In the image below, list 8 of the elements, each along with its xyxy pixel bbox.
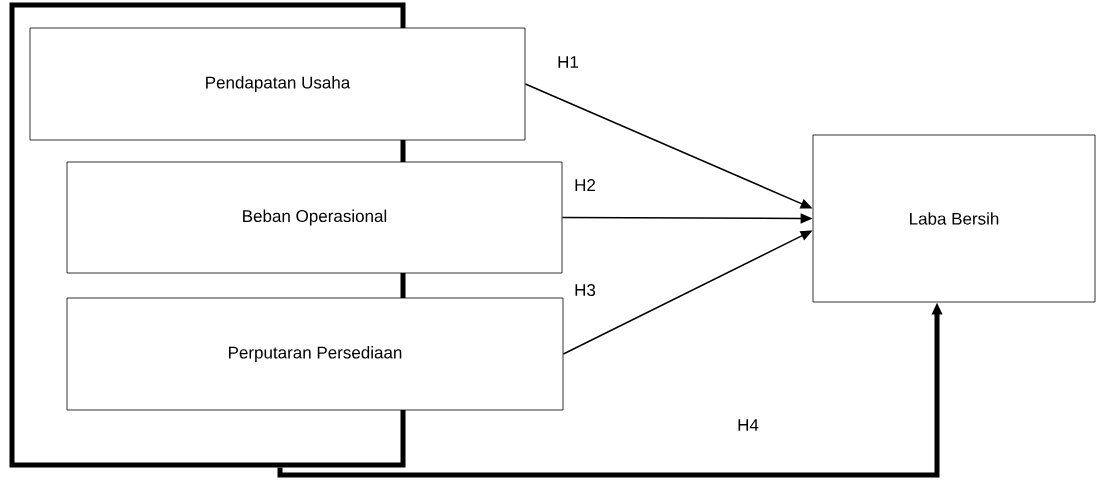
variable-box: Pendapatan Usaha	[29, 27, 526, 141]
variable-box: Beban Operasional	[66, 161, 563, 274]
edge-label: H2	[575, 179, 595, 191]
variable-box: Perputaran Persediaan	[66, 297, 564, 411]
edge-label: H1	[558, 56, 579, 68]
variable-box: Laba Bersih	[812, 134, 1096, 303]
edge-label: H3	[575, 284, 596, 297]
edge-label: H4	[738, 419, 759, 431]
